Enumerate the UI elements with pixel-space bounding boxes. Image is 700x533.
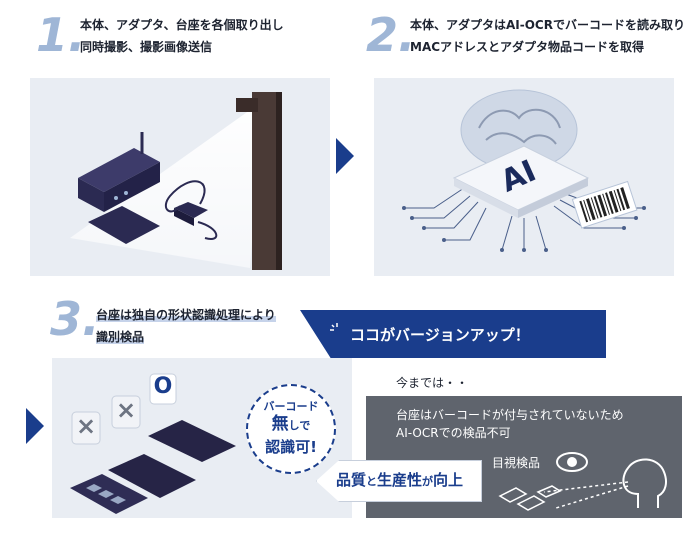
arrow-right-icon	[336, 138, 354, 174]
reject-mark-1: ×	[75, 412, 97, 440]
step1-illustration-panel	[30, 78, 330, 276]
step1-number: 1.	[36, 8, 86, 62]
inspected-items-icon	[498, 485, 562, 511]
reject-mark-icon	[111, 395, 141, 429]
result-text: 品質と生産性が向上	[336, 471, 464, 489]
step2-caption-line1: 本体、アダプタはAI-OCRでバーコードを読み取り	[410, 18, 685, 32]
result-arrow-banner	[316, 460, 482, 502]
barcode-free-seal: バーコード 無しで 認識可!	[246, 384, 336, 474]
camera-stand-icon	[252, 92, 276, 270]
visual-inspection-label: 目視検品	[492, 456, 541, 470]
eye-icon	[556, 452, 588, 472]
seal-line1: バーコード	[263, 400, 319, 413]
base-pad-icon	[148, 420, 236, 462]
camera-capture-illustration	[70, 92, 282, 270]
upgrade-banner-text: ココがバージョンアップ！	[350, 326, 530, 344]
before-label: 今までは・・	[396, 376, 469, 390]
visual-inspection-illustration	[498, 452, 667, 511]
step3-number: 3.	[50, 292, 100, 346]
step3-caption-line2: 識別検品	[96, 330, 145, 344]
accept-mark-icon	[149, 373, 177, 405]
base-pad-icon	[108, 454, 196, 498]
upgrade-banner	[300, 310, 606, 358]
before-line2: AI-OCRでの検品不可	[396, 426, 511, 440]
ai-ocr-illustration: AI	[402, 89, 646, 252]
shape-recognition-illustration	[70, 373, 236, 514]
step2-caption-line2: MACアドレスとアダプタ物品コードを取得	[410, 40, 645, 54]
adapter-icon	[164, 180, 218, 240]
step2-illustration-panel: AI	[374, 78, 674, 276]
step2-number: 2.	[366, 8, 416, 62]
seal-line2: 無しで	[271, 414, 311, 434]
step3-caption-line1: 台座は独自の形状認識処理により	[96, 308, 276, 322]
before-line1: 台座はバーコードが付与されていないため	[396, 408, 624, 422]
seal-line3: 認識可!	[265, 438, 317, 456]
step1-caption-line2: 同時撮影、撮影画像送信	[80, 40, 213, 54]
step1-caption-line1: 本体、アダプタ、台座を各個取り出し	[80, 18, 284, 32]
base-pad-icon	[88, 206, 160, 244]
accept-mark: O	[153, 374, 173, 399]
sparkle-icon	[330, 322, 344, 336]
barcode-icon	[571, 180, 638, 229]
reject-mark-icon	[71, 411, 101, 445]
router-icon	[78, 132, 160, 212]
person-head-icon	[622, 458, 667, 508]
reject-mark-2: ×	[115, 396, 137, 424]
arrow-right-icon	[26, 408, 44, 444]
